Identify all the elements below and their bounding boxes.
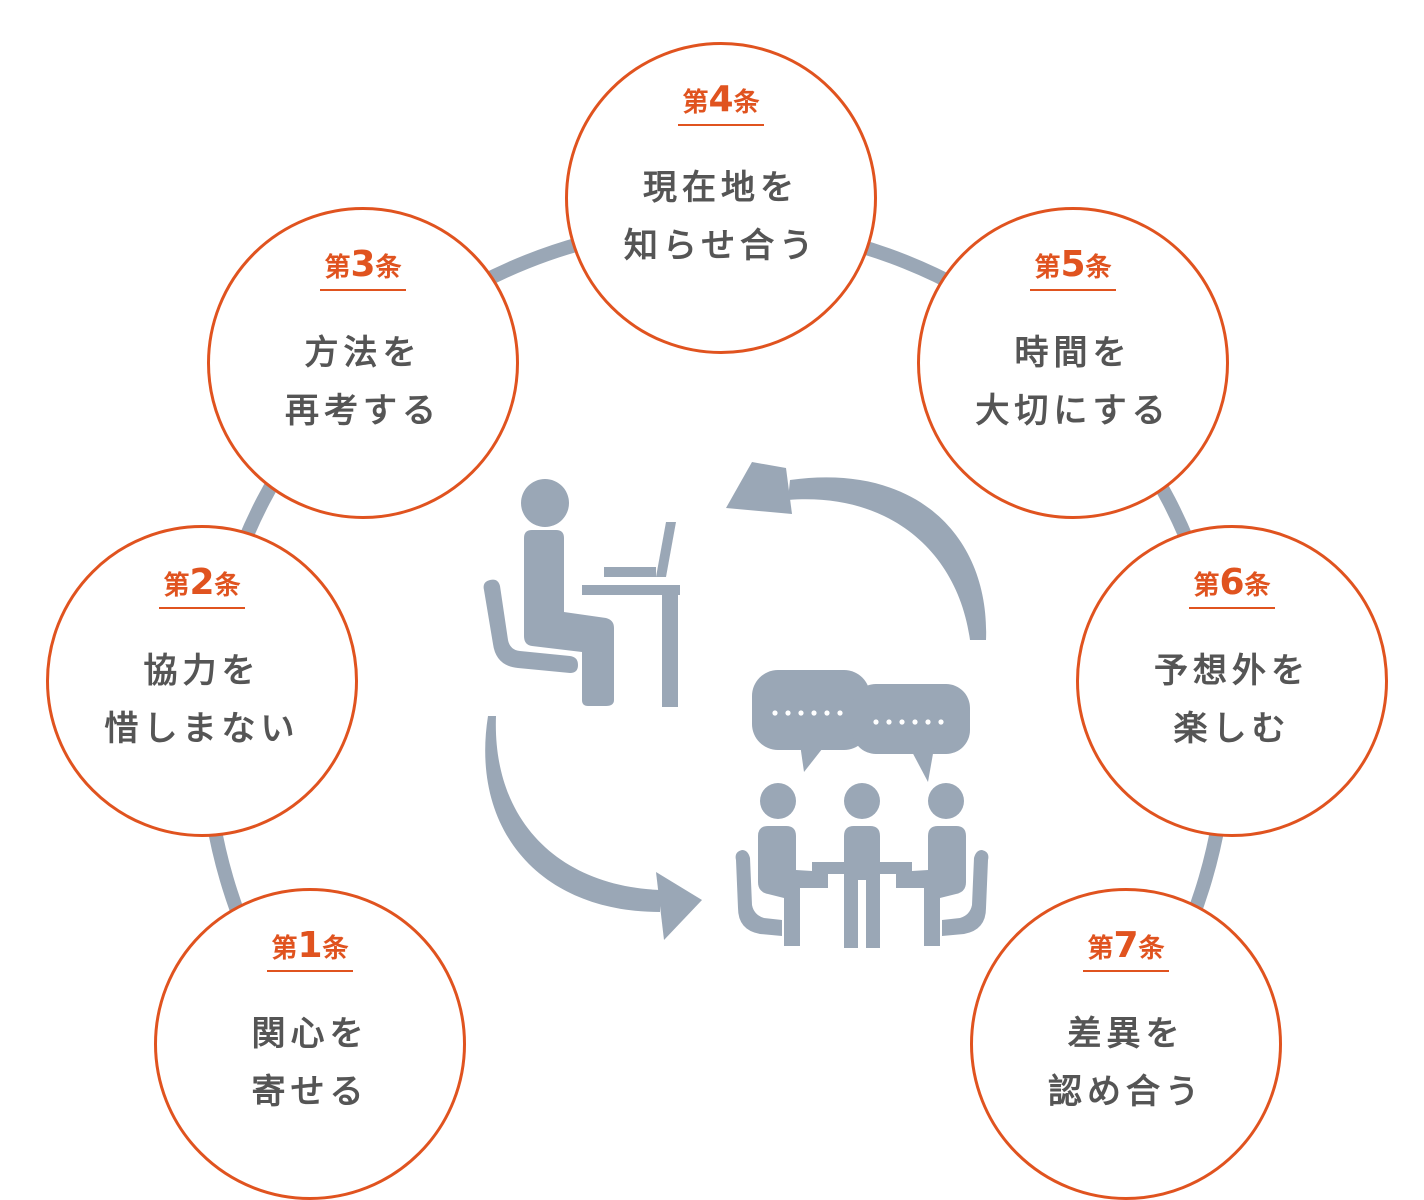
article-prefix: 第: [1087, 934, 1114, 964]
article-text-line: 予想外を: [1154, 651, 1310, 691]
article-number: 3: [350, 244, 376, 285]
article-text-line: 認め合う: [1048, 1072, 1204, 1112]
article-label: 第5条: [920, 244, 1226, 291]
article-text-line: 時間を: [1014, 333, 1132, 373]
article-label: 第2条: [49, 562, 355, 609]
article-circle-6: 第6条 予想外を 楽しむ: [1076, 525, 1388, 837]
article-text: 予想外を 楽しむ: [1079, 642, 1385, 758]
article-suffix: 条: [322, 934, 349, 964]
article-number: 7: [1113, 925, 1139, 966]
article-text: 時間を 大切にする: [920, 324, 1226, 440]
article-text: 方法を 再考する: [210, 324, 516, 440]
article-label: 第1条: [157, 925, 463, 972]
article-suffix: 条: [733, 88, 760, 118]
article-circle-3: 第3条 方法を 再考する: [207, 207, 519, 519]
article-suffix: 条: [375, 253, 402, 283]
article-suffix: 条: [1244, 571, 1271, 601]
article-text-line: 差異を: [1067, 1014, 1185, 1054]
speech-bubble-icon: [752, 670, 970, 782]
article-label: 第7条: [973, 925, 1279, 972]
article-text: 協力を 惜しまない: [49, 642, 355, 758]
article-prefix: 第: [271, 934, 298, 964]
article-text: 関心を 寄せる: [157, 1005, 463, 1121]
article-label: 第6条: [1079, 562, 1385, 609]
article-text-line: 寄せる: [251, 1072, 369, 1112]
article-number: 6: [1219, 562, 1245, 603]
article-text-line: 協力を: [143, 651, 261, 691]
meeting-group-icon: [735, 783, 989, 948]
article-suffix: 条: [1085, 253, 1112, 283]
article-suffix: 条: [1138, 934, 1165, 964]
cycle-arrow-icon: [485, 716, 702, 940]
article-number: 5: [1060, 244, 1086, 285]
article-text-line: 知らせ合う: [623, 226, 819, 266]
article-prefix: 第: [324, 253, 351, 283]
article-number: 1: [297, 925, 323, 966]
article-label: 第3条: [210, 244, 516, 291]
article-label: 第4条: [568, 79, 874, 126]
article-text-line: 惜しまない: [104, 709, 300, 749]
article-text: 現在地を 知らせ合う: [568, 159, 874, 275]
article-text-line: 大切にする: [975, 391, 1171, 431]
article-circle-7: 第7条 差異を 認め合う: [970, 888, 1282, 1200]
article-circle-5: 第5条 時間を 大切にする: [917, 207, 1229, 519]
article-circle-2: 第2条 協力を 惜しまない: [46, 525, 358, 837]
article-prefix: 第: [1034, 253, 1061, 283]
cycle-arrow-icon: [726, 462, 987, 640]
article-text-line: 関心を: [251, 1014, 369, 1054]
article-text-line: 楽しむ: [1173, 709, 1291, 749]
article-prefix: 第: [1193, 571, 1220, 601]
article-text: 差異を 認め合う: [973, 1005, 1279, 1121]
article-suffix: 条: [214, 571, 241, 601]
article-number: 4: [708, 79, 734, 120]
article-text-line: 現在地を: [643, 168, 799, 208]
speech-bubble-dots: [772, 710, 944, 725]
article-text-line: 方法を: [304, 333, 422, 373]
article-prefix: 第: [163, 571, 190, 601]
article-circle-4: 第4条 現在地を 知らせ合う: [565, 42, 877, 354]
article-text-line: 再考する: [285, 391, 441, 431]
article-prefix: 第: [682, 88, 709, 118]
article-circle-1: 第1条 関心を 寄せる: [154, 888, 466, 1200]
person-at-desk-icon: [483, 479, 680, 707]
article-number: 2: [189, 562, 215, 603]
